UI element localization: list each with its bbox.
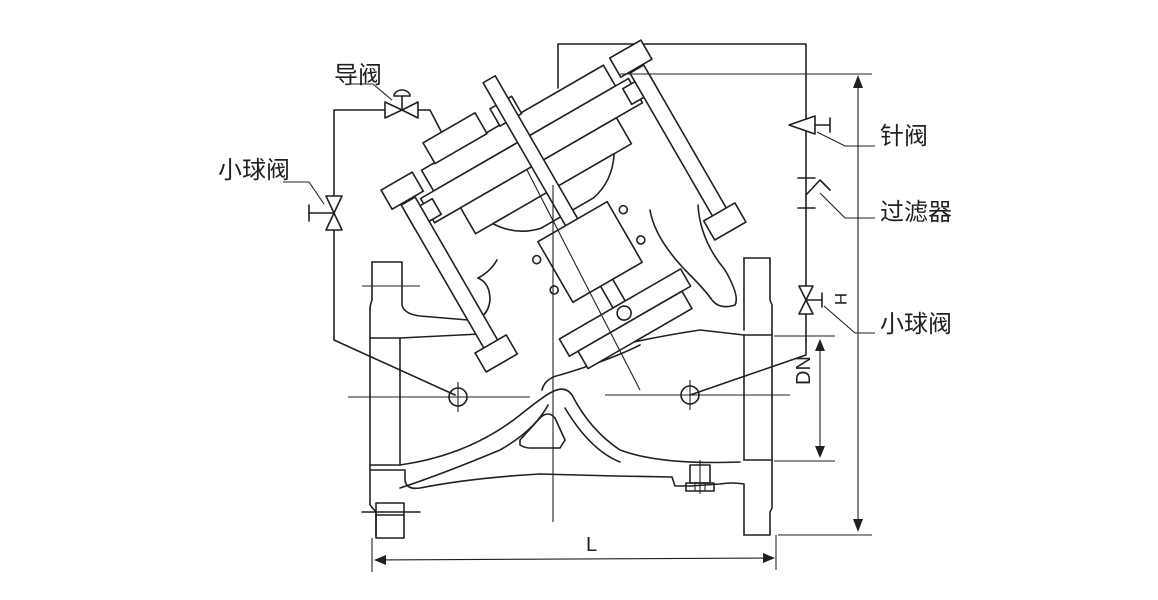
- filter-symbol: [797, 177, 875, 219]
- needle-valve-symbol: [788, 115, 875, 147]
- stem-axis: [526, 169, 641, 391]
- body-bottom: [369, 469, 745, 536]
- left-flange-outer: [369, 261, 377, 536]
- pilot-valve-label: 导阀: [334, 61, 382, 89]
- top-control-line: [557, 43, 807, 341]
- left-lower-pipe: [333, 229, 456, 396]
- dn-label: DN: [793, 356, 815, 385]
- pilot-valve-symbol: [345, 83, 419, 119]
- left-ball-valve-label: 小球阀: [218, 156, 290, 184]
- right-neck: [649, 204, 738, 308]
- length-dimension-line: [377, 557, 771, 561]
- left-ball-valve-symbol: [283, 181, 343, 231]
- dimension-lines: [371, 73, 872, 572]
- right-ball-valve-symbol: [798, 285, 875, 334]
- drain-plug: [685, 460, 715, 494]
- left-upper-pipe: [333, 109, 388, 197]
- gauge-ports: [348, 285, 790, 412]
- right-flange: [743, 257, 773, 536]
- bonnet-assembly: [380, 39, 747, 373]
- height-label: H: [831, 292, 851, 306]
- seat-window: [519, 413, 566, 449]
- length-label: L: [586, 534, 598, 556]
- needle-valve-label: 针阀: [880, 122, 928, 150]
- filter-label: 过滤器: [880, 198, 952, 226]
- right-lower-pipe: [689, 339, 807, 396]
- right-ball-valve-label: 小球阀: [880, 310, 952, 338]
- control-piping: [333, 43, 807, 396]
- seat-wall: [399, 388, 741, 466]
